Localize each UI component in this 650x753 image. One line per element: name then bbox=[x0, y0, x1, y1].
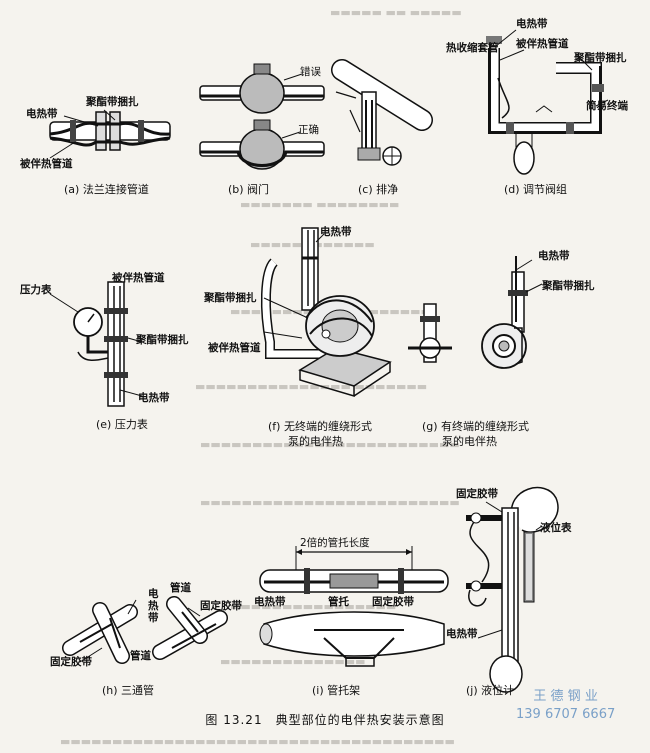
label-wrong: 错误 bbox=[300, 66, 321, 78]
label-strap: 聚酯带捆扎 bbox=[136, 334, 189, 346]
bleed-text: ▬▬▬▬▬▬▬▬▬▬▬▬▬▬▬▬▬▬▬▬▬▬▬▬▬ bbox=[200, 496, 460, 509]
label-heater: 电热带 bbox=[320, 226, 352, 238]
caption-g-line1: (g) 有终端的缠绕形式 bbox=[422, 420, 530, 433]
panel-a-flange: 电热带 聚酯带捆扎 被伴热管道 (a) 法兰连接管道 bbox=[20, 80, 180, 200]
figure-caption: 图 13.21 典型部位的电伴热安装示意图 bbox=[205, 713, 445, 727]
panel-i-pipe-support: 2倍的管托长度 电热带 管托 固定胶带 (i) 管托架 bbox=[254, 534, 454, 700]
pressure-gauge-drawing bbox=[49, 281, 143, 407]
bleed-text: ▬▬▬▬▬▬▬▬▬▬▬▬▬▬▬▬ bbox=[230, 600, 397, 613]
caption-b: (b) 阀门 bbox=[228, 183, 270, 196]
pump-terminal-drawing bbox=[408, 256, 543, 369]
caption-j: (j) 液位计 bbox=[466, 684, 515, 697]
caption-e: (e) 压力表 bbox=[96, 418, 148, 431]
label-pipe: 被伴热管道 bbox=[20, 158, 73, 170]
label-gauge: 液位表 bbox=[540, 522, 572, 534]
control-valve-drawing bbox=[486, 29, 609, 175]
label-heater: 电热带 bbox=[538, 250, 570, 262]
label-pipe-2: 管道 bbox=[130, 650, 151, 662]
watermark-phone: 139 6707 6667 bbox=[516, 707, 616, 722]
label-end: 简易终端 bbox=[586, 100, 628, 112]
label-shrink-sleeve: 热收缩套管 bbox=[446, 42, 499, 54]
panel-b-valve: 错误 正确 (b) 阀门 bbox=[192, 52, 332, 198]
caption-h: (h) 三通管 bbox=[102, 684, 155, 697]
panel-c-drain: (c) 排净 bbox=[331, 40, 442, 198]
label-heater: 电热带 bbox=[26, 108, 58, 120]
label-heater: 电热带 bbox=[254, 596, 286, 608]
label-pipe: 被伴热管道 bbox=[516, 38, 569, 50]
panel-d-control-valve: 电热带 热收缩套管 被伴热管道 聚酯带捆扎 简易终端 (d) 调节阀组 bbox=[446, 8, 646, 198]
bleed-text: ▬▬▬▬▬▬▬▬▬▬▬▬▬▬▬▬▬▬▬▬▬▬▬▬▬▬▬▬▬▬▬▬▬▬▬▬▬▬ bbox=[60, 735, 455, 748]
watermark: 王 德 钢 业 139 6707 6667 bbox=[516, 688, 615, 724]
label-pipe: 被伴热管道 bbox=[208, 342, 261, 354]
label-tape-2: 固定胶带 bbox=[50, 656, 92, 668]
panel-f-pump-no-terminal: 电热带 聚酯带捆扎 被伴热管道 (f) 无终端的缠绕形式 泵的电伴热 bbox=[204, 222, 404, 452]
caption-i: (i) 管托架 bbox=[312, 684, 361, 697]
pump-no-terminal-drawing bbox=[260, 227, 392, 398]
label-support: 管托 bbox=[328, 596, 349, 608]
label-tape-1: 固定胶带 bbox=[200, 600, 242, 612]
valve-drawing bbox=[199, 63, 325, 170]
bleed-text: ▬▬▬▬▬▬▬ ▬▬▬▬▬▬▬▬ bbox=[240, 198, 400, 211]
label-heater-vertical: 电热带 bbox=[148, 588, 159, 624]
label-strap: 聚酯带捆扎 bbox=[204, 292, 257, 304]
panel-e-pressure-gauge: 压力表 被伴热管道 聚酯带捆扎 电热带 (e) 压力表 bbox=[14, 272, 189, 434]
flange-drawing bbox=[49, 109, 171, 159]
label-strap: 聚酯带捆扎 bbox=[574, 52, 627, 64]
label-tape: 固定胶带 bbox=[372, 596, 414, 608]
drain-drawing bbox=[331, 59, 433, 166]
label-pipe: 被伴热管道 bbox=[112, 272, 165, 284]
panel-j-level-gauge: 固定胶带 液位表 电热带 (j) 液位计 bbox=[446, 478, 646, 700]
label-strap: 聚酯带捆扎 bbox=[542, 280, 595, 292]
label-pipe-1: 管道 bbox=[170, 582, 191, 594]
bleed-text: ▬▬▬▬▬▬▬▬▬▬▬▬▬▬▬ ▬▬▬▬▬▬▬ bbox=[195, 380, 428, 393]
bleed-text: ▬▬▬▬▬ ▬▬ ▬▬▬▬▬ bbox=[330, 6, 462, 19]
label-gauge: 压力表 bbox=[20, 284, 52, 296]
label-heater: 电热带 bbox=[516, 18, 548, 30]
label-right: 正确 bbox=[298, 124, 319, 136]
label-strap: 聚酯带捆扎 bbox=[86, 96, 139, 108]
pipe-support-drawing bbox=[259, 546, 449, 667]
label-tape: 固定胶带 bbox=[456, 488, 498, 500]
caption-g-line2: 泵的电伴热 bbox=[442, 435, 497, 448]
bleed-text: ▬▬▬▬▬▬▬▬▬▬▬▬▬▬ bbox=[220, 655, 366, 668]
caption-d: (d) 调节阀组 bbox=[504, 183, 568, 196]
caption-f-line2: 泵的电伴热 bbox=[288, 435, 343, 448]
panel-g-pump-terminal: 电热带 聚酯带捆扎 (g) 有终端的缠绕形式 泵的电伴热 bbox=[404, 250, 644, 452]
label-dimension: 2倍的管托长度 bbox=[300, 537, 370, 549]
panel-h-tee: 管道 电热带 固定胶带 固定胶带 管道 (h) 三通管 bbox=[50, 578, 242, 700]
level-gauge-drawing bbox=[466, 487, 559, 693]
tee-drawing bbox=[62, 596, 228, 664]
bleed-text: ▬▬▬▬▬▬▬▬▬▬▬▬▬▬▬▬▬▬▬▬▬▬▬▬▬ bbox=[200, 438, 460, 451]
caption-a: (a) 法兰连接管道 bbox=[64, 183, 149, 196]
caption-c: (c) 排净 bbox=[358, 183, 399, 196]
watermark-company: 王 德 钢 业 bbox=[533, 689, 598, 704]
label-heater: 电热带 bbox=[138, 392, 170, 404]
label-heater: 电热带 bbox=[446, 628, 478, 640]
caption-f-line1: (f) 无终端的缠绕形式 bbox=[268, 420, 372, 433]
